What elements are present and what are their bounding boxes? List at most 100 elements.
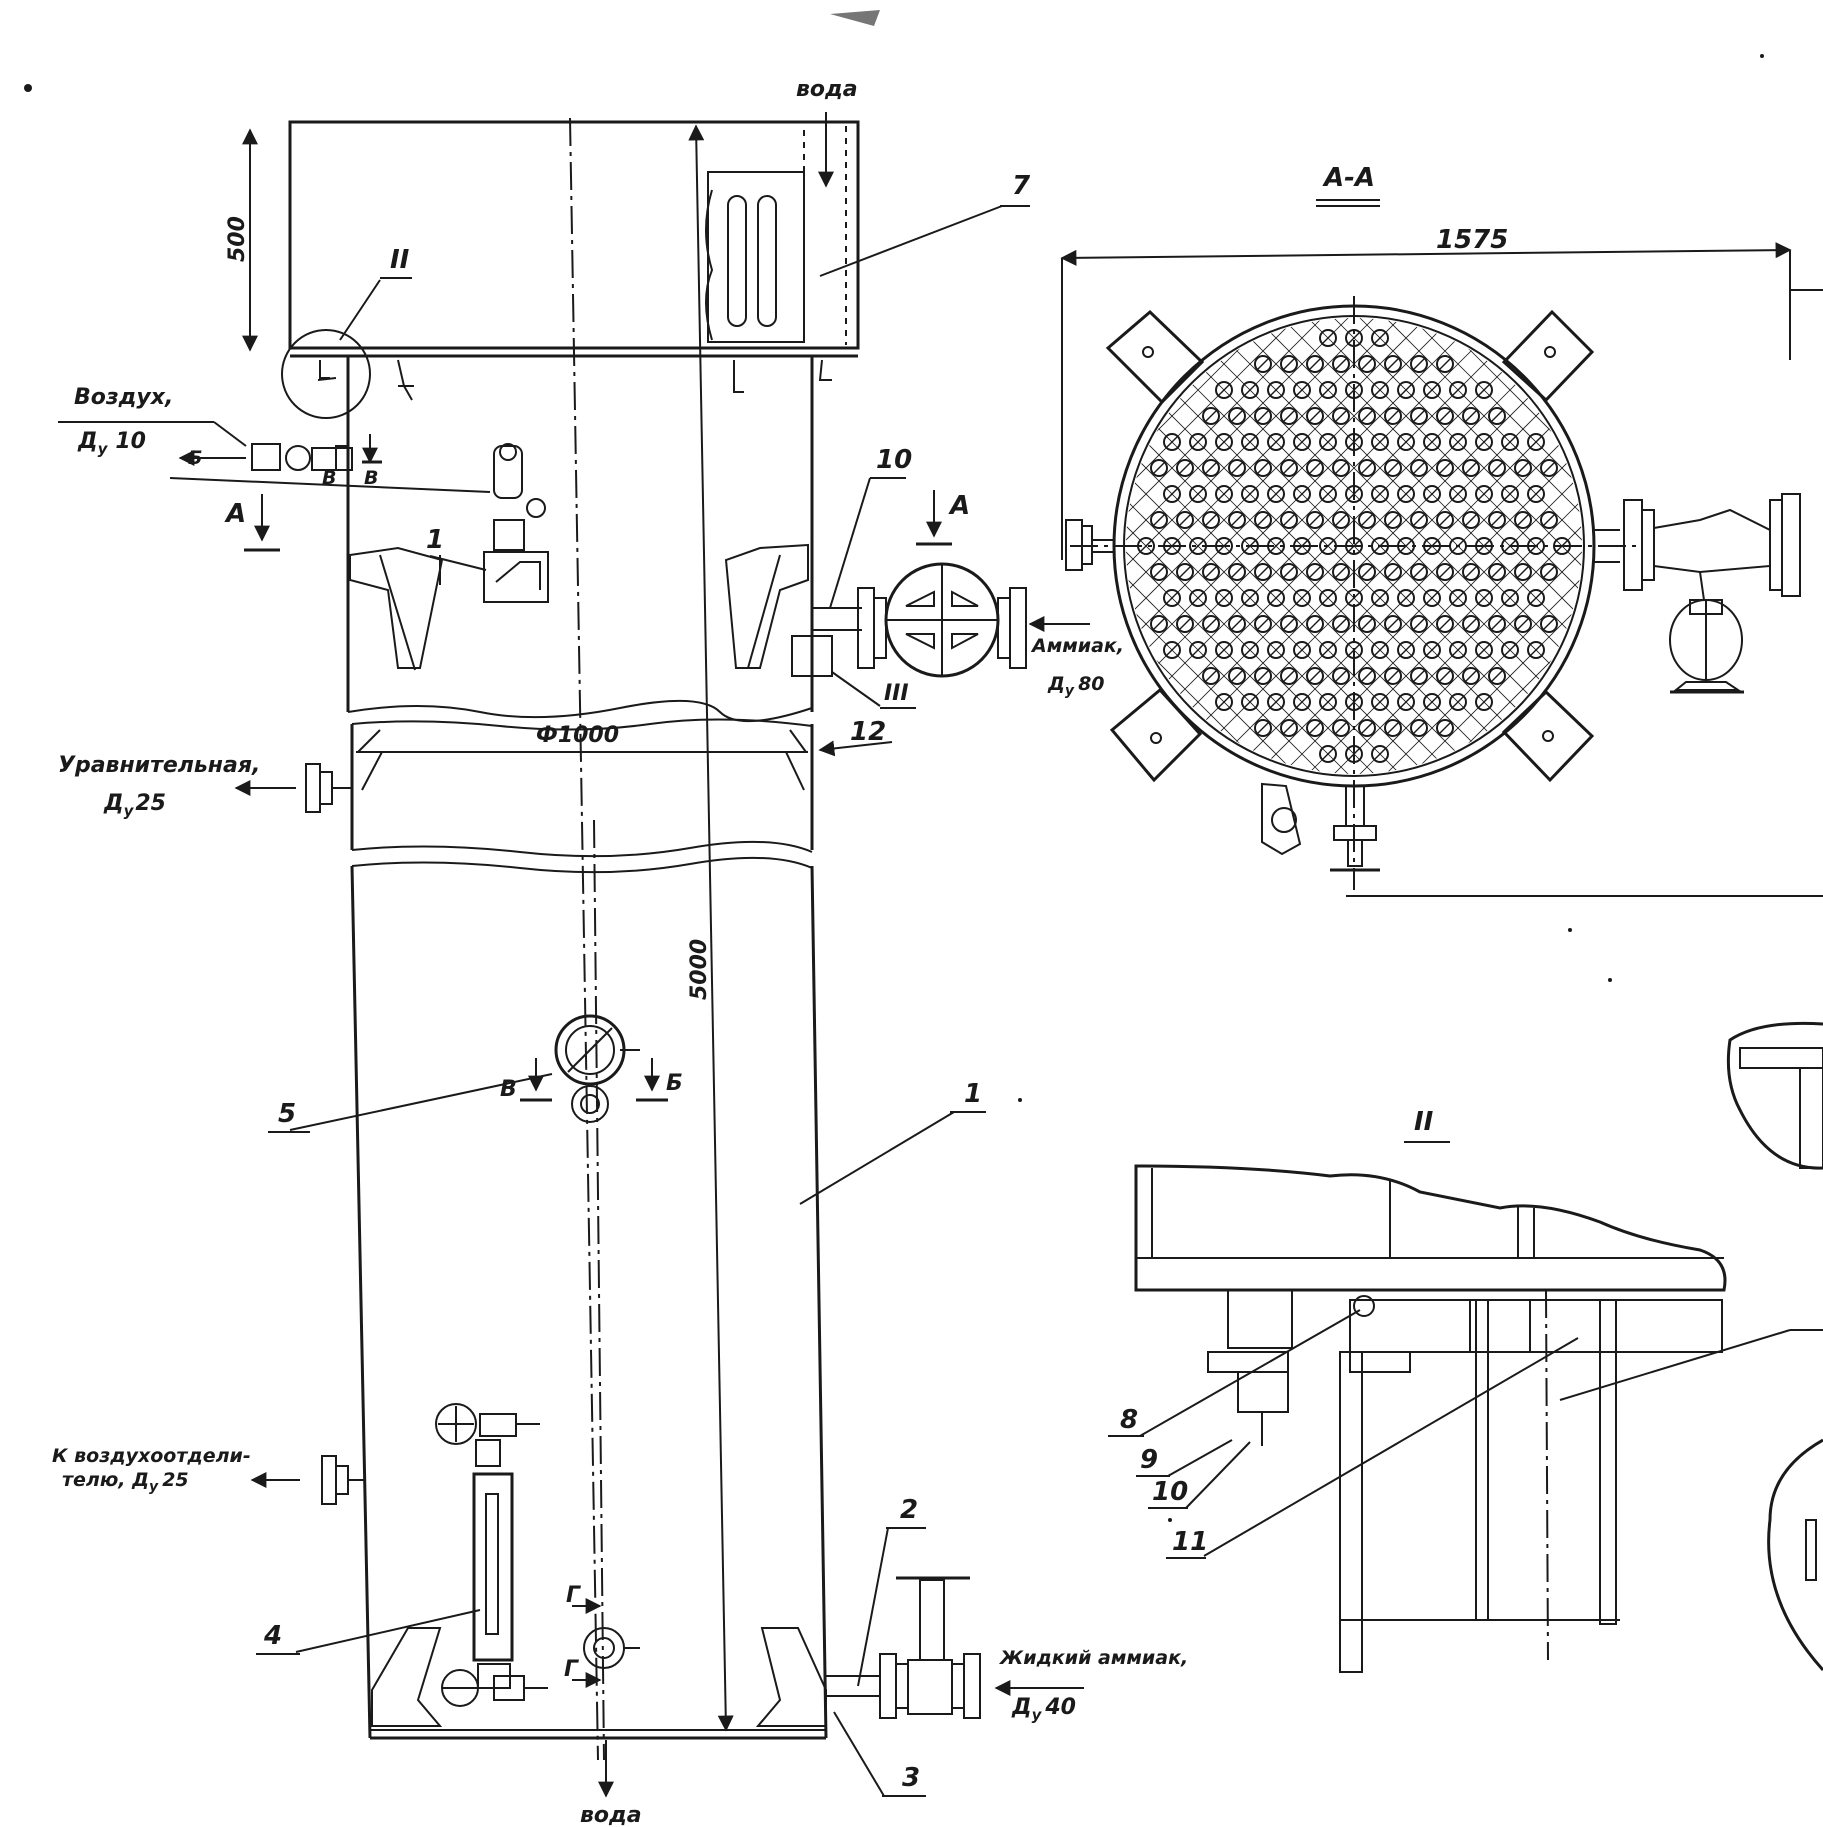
tube-mark — [1309, 670, 1321, 682]
tube-hole — [1332, 615, 1350, 633]
tube-mark — [1387, 514, 1399, 526]
tube-hole — [1202, 459, 1220, 477]
tube-hole — [1436, 563, 1454, 581]
section-mark-v2: В — [364, 467, 378, 489]
tube-hole — [1410, 667, 1428, 685]
lattice-line — [1126, 545, 1582, 774]
tube-hole — [1384, 511, 1402, 529]
tube-mark — [1439, 618, 1451, 630]
part-5-label: 5 — [278, 1099, 296, 1129]
tube-hole — [1293, 641, 1311, 659]
tube-mark — [1257, 670, 1269, 682]
tube-hole — [1423, 381, 1441, 399]
tube-hole — [1176, 459, 1194, 477]
tube-mark — [1387, 618, 1399, 630]
tube-hole — [1358, 719, 1376, 737]
lattice-line — [1126, 318, 1582, 547]
tube-mark — [1309, 462, 1321, 474]
tube-hole — [1371, 381, 1389, 399]
tube-mark — [1205, 410, 1217, 422]
tube-mark — [1309, 722, 1321, 734]
dimension-500: 500 — [225, 128, 258, 352]
tube-mark — [1283, 670, 1295, 682]
tube-hole — [1150, 459, 1168, 477]
part-10b-label: 10 — [1152, 1477, 1188, 1507]
tube-mark — [1413, 410, 1425, 422]
tube-hole — [1254, 667, 1272, 685]
tube-hole — [1475, 485, 1493, 503]
tube-hole — [1215, 693, 1233, 711]
tube-hole — [1332, 719, 1350, 737]
detail-iii-view: II 8 9 10 — [1108, 1107, 1823, 1673]
section-mark-a: А — [224, 499, 246, 529]
tube-mark — [1335, 410, 1347, 422]
tube-hole — [1410, 511, 1428, 529]
tube-hole — [1462, 563, 1480, 581]
section-mark-v: В — [322, 467, 336, 489]
tube-hole — [1202, 615, 1220, 633]
tube-mark — [1231, 566, 1243, 578]
tube-mark — [1179, 566, 1191, 578]
lattice-line — [1126, 571, 1582, 774]
tube-hole — [1436, 615, 1454, 633]
tube-mark — [1413, 514, 1425, 526]
tube-mark — [1283, 566, 1295, 578]
part-12-label: 12 — [850, 717, 886, 747]
tube-hole — [1514, 615, 1532, 633]
tube-hole — [1384, 407, 1402, 425]
tube-mark — [1491, 410, 1503, 422]
tube-hole — [1267, 693, 1285, 711]
tube-mark — [1465, 410, 1477, 422]
tube-mark — [1491, 618, 1503, 630]
tube-hole — [1423, 433, 1441, 451]
tube-mark — [1153, 514, 1165, 526]
tube-hole — [1189, 433, 1207, 451]
lattice-line — [1126, 318, 1582, 729]
tube-hole — [1384, 355, 1402, 373]
tube-hole — [1501, 589, 1519, 607]
dim-5000-label: 5000 — [687, 939, 712, 1000]
tube-hole — [1319, 589, 1337, 607]
tube-hole — [1358, 511, 1376, 529]
tube-mark — [1361, 514, 1373, 526]
tube-hole — [1228, 511, 1246, 529]
tube-hole — [1410, 459, 1428, 477]
tube-mark — [1257, 410, 1269, 422]
tube-mark — [1179, 618, 1191, 630]
part-2-label: 2 — [900, 1495, 918, 1525]
lattice-line — [1126, 318, 1582, 573]
tube-mark — [1491, 514, 1503, 526]
tube-hole — [1293, 485, 1311, 503]
section-arrow-a-right: А — [916, 490, 970, 546]
tube-hole — [1449, 381, 1467, 399]
tube-hole — [1254, 615, 1272, 633]
tube-mark — [1439, 462, 1451, 474]
tube-hole — [1449, 641, 1467, 659]
tube-hole — [1397, 693, 1415, 711]
tube-hole — [1540, 563, 1558, 581]
tube-hole — [1475, 641, 1493, 659]
tube-hole — [1423, 589, 1441, 607]
tube-hole — [1436, 511, 1454, 529]
tube-hole — [1540, 459, 1558, 477]
sight-glass: В Б 5 — [268, 1014, 683, 1133]
tube-hole — [1436, 667, 1454, 685]
detail-iii-mark: III — [884, 681, 909, 706]
tube-hole — [1306, 459, 1324, 477]
tube-mark — [1439, 722, 1451, 734]
part-11-label: 11 — [1172, 1527, 1208, 1557]
tube-hole — [1228, 615, 1246, 633]
tube-hole — [1540, 511, 1558, 529]
tube-hole — [1462, 459, 1480, 477]
tube-hole — [1358, 459, 1376, 477]
tube-mark — [1543, 514, 1555, 526]
tube-mark — [1361, 722, 1373, 734]
equalizing-label: Уравнительная, — [58, 753, 260, 778]
tube-mark — [1257, 566, 1269, 578]
lattice-line — [1126, 597, 1582, 774]
tube-mark — [1283, 618, 1295, 630]
detail-ii-mark: II — [390, 245, 410, 275]
lattice-line — [1126, 318, 1582, 521]
